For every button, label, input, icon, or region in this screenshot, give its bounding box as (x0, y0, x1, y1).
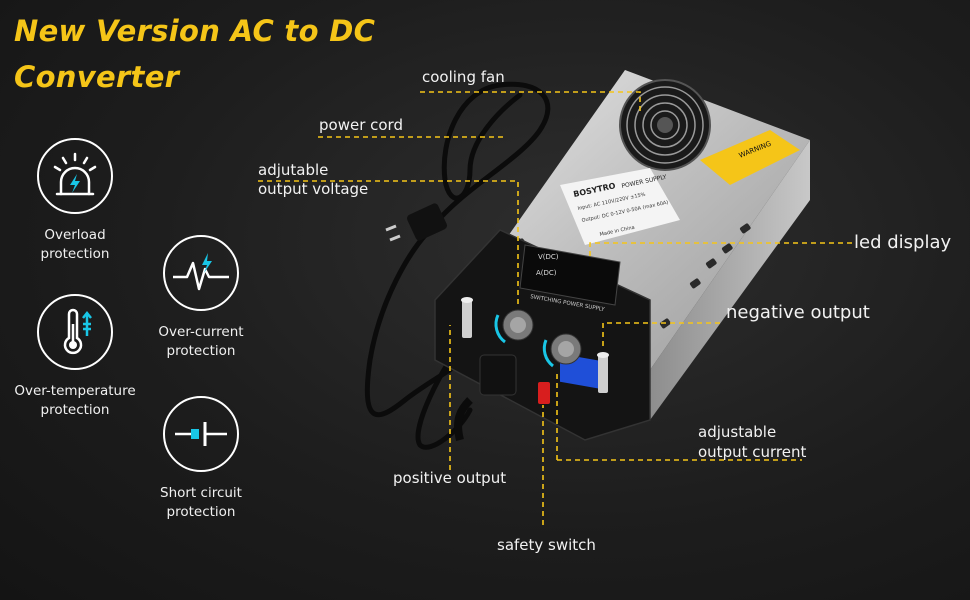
cooling-fan-icon (619, 79, 711, 171)
negative-terminal (597, 352, 609, 393)
plug-head (385, 203, 448, 242)
thermometer-icon (37, 294, 113, 370)
led-display: V(DC) A(DC) SWITCHING POWER SUPPLY (519, 244, 621, 390)
feature-label-1: Over-current (158, 324, 244, 340)
feature-overload: Overload protection (5, 138, 145, 264)
title-line-2: Converter (14, 60, 180, 94)
rotate-arrow-icon (494, 314, 554, 368)
callout-adjustable-current: adjustable output current (698, 422, 806, 462)
callout-adjustable-voltage-line-1: adjutable (258, 161, 329, 179)
svg-text:A(DC): A(DC) (536, 269, 557, 277)
over-current-icon (163, 235, 239, 311)
leader-lines (258, 91, 852, 525)
safety-switch (538, 382, 550, 404)
page-title: New Version AC to DC Converter (14, 8, 375, 100)
case-side (650, 140, 810, 420)
feature-over-current: Over-current protection (131, 235, 271, 361)
feature-label-1: Over-temperature (14, 383, 136, 399)
callout-adjustable-current-line-2: output current (698, 443, 807, 461)
short-circuit-icon (163, 396, 239, 472)
callout-positive-output: positive output (393, 469, 507, 487)
callout-power-cord: power cord (319, 116, 403, 134)
feature-label-1: Short circuit (160, 485, 242, 501)
svg-text:V(DC): V(DC) (538, 253, 559, 261)
ac-socket (454, 354, 517, 441)
current-knob (550, 333, 582, 365)
overload-icon (37, 138, 113, 214)
feature-label-2: protection (40, 402, 110, 418)
callout-adjustable-current-line-1: adjustable (698, 423, 777, 441)
callout-adjustable-voltage: adjutable output voltage (258, 161, 368, 199)
voltage-knob (502, 309, 534, 341)
feature-over-temperature: Over-temperature protection (5, 294, 145, 420)
callout-safety-switch: safety switch (497, 536, 596, 554)
callout-adjustable-voltage-line-2: output voltage (258, 180, 369, 198)
warning-label: WARNING (700, 130, 800, 185)
callout-cooling-fan: cooling fan (422, 68, 505, 86)
title-line-1: New Version AC to DC (14, 14, 376, 48)
feature-label-2: protection (166, 343, 236, 359)
feature-label-2: protection (40, 246, 110, 262)
feature-short-circuit: Short circuit protection (131, 396, 271, 522)
positive-terminal (461, 297, 473, 338)
callout-led-display: led display (854, 232, 952, 253)
feature-label-1: Overload (44, 227, 106, 243)
feature-label-2: protection (166, 504, 236, 520)
callout-negative-output: negative output (726, 302, 870, 323)
